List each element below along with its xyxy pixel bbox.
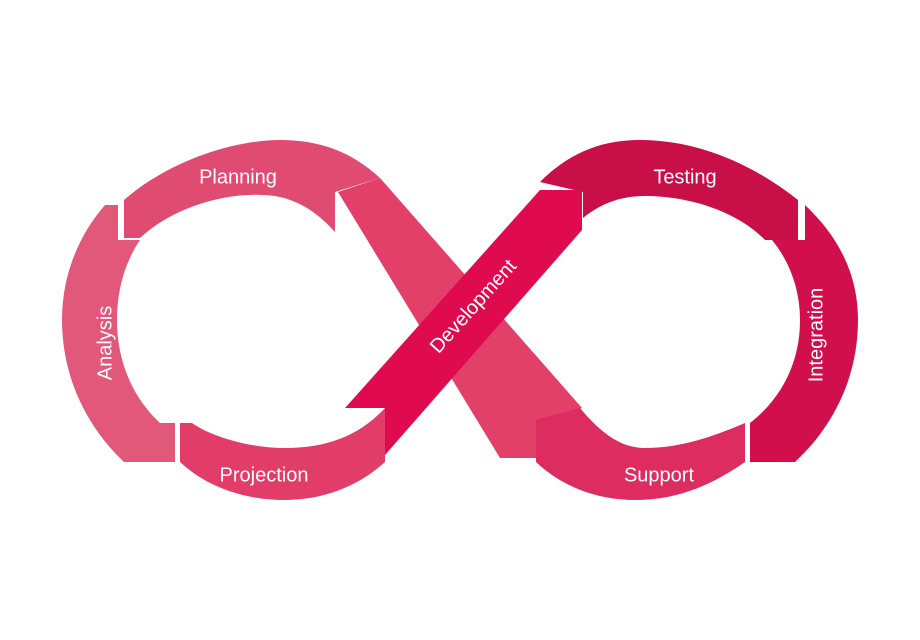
planning-segment bbox=[124, 140, 380, 238]
analysis-label: Analysis bbox=[94, 306, 116, 380]
projection-label: Projection bbox=[220, 464, 309, 486]
testing-label: Testing bbox=[653, 166, 716, 188]
support-label: Support bbox=[624, 464, 694, 486]
development-segment bbox=[345, 190, 582, 455]
testing-segment bbox=[540, 140, 798, 240]
integration-segment bbox=[750, 205, 858, 462]
analysis-segment bbox=[62, 205, 175, 462]
support-segment bbox=[536, 408, 745, 500]
planning-label: Planning bbox=[199, 166, 277, 188]
integration-label: Integration bbox=[805, 288, 827, 383]
projection-segment bbox=[180, 408, 385, 500]
